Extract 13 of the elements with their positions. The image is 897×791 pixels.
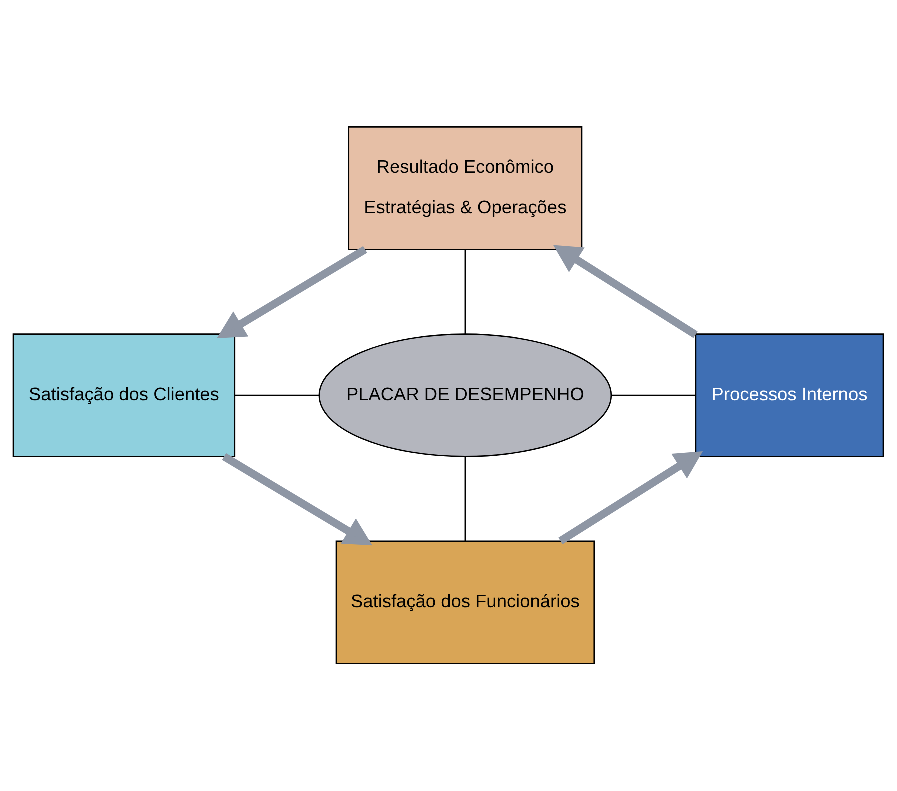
arrow (217, 246, 368, 339)
connector (464, 250, 466, 334)
node-box: Satisfação dos Clientes (12, 334, 236, 458)
node-box: Processos Internos (695, 334, 884, 458)
node-box: Resultado Econômico Estratégias & Operações (348, 126, 583, 250)
connector (464, 457, 466, 542)
connector (235, 394, 320, 396)
arrow (558, 451, 704, 544)
node-box: Satisfação dos Funcionários (336, 540, 596, 664)
connector (612, 394, 696, 396)
node-ellipse: PLACAR DE DESEMPENHO (318, 334, 612, 458)
arrow (222, 453, 373, 546)
arrow (553, 245, 698, 338)
